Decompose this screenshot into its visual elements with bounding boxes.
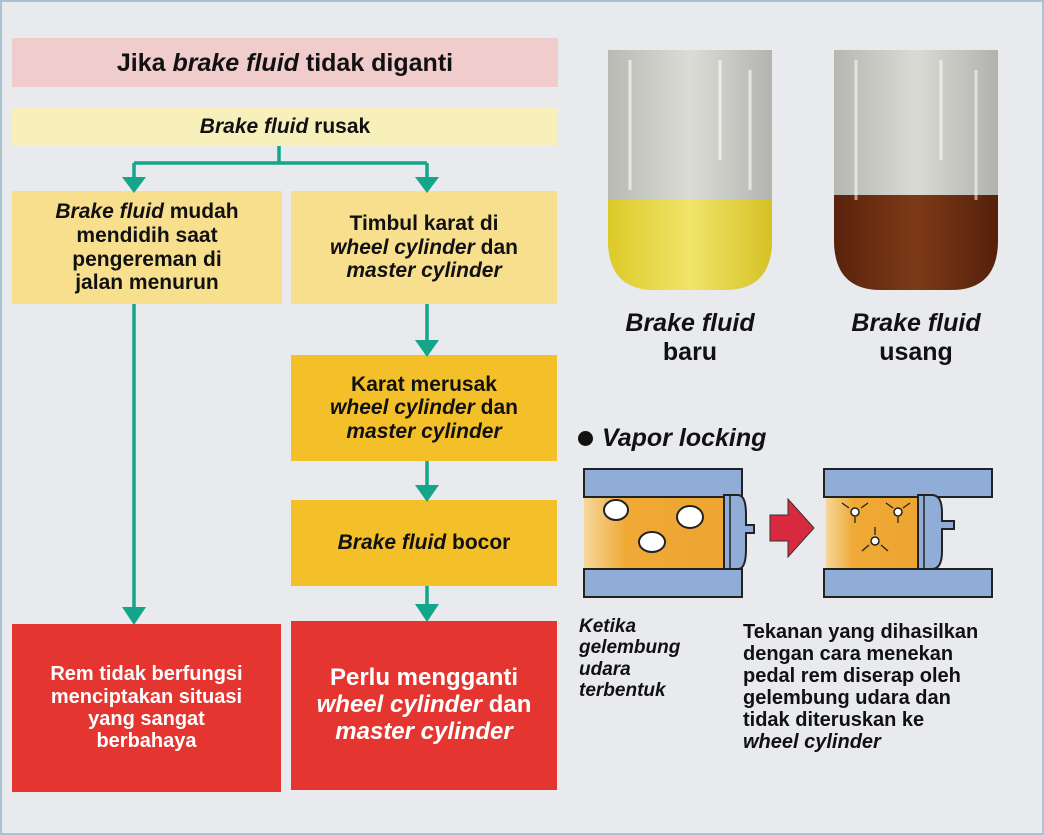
node-text-line: menciptakan situasi — [50, 685, 243, 708]
jar-fluid — [608, 200, 772, 290]
compressed-bubble — [870, 536, 880, 546]
node-text-em: Brake fluid — [337, 531, 447, 555]
node-text-line: bocor — [446, 531, 511, 555]
caption-pressure-absorbed: Tekanan yang dihasilkan dengan cara mene… — [743, 621, 978, 753]
caption-line: Ketika — [579, 616, 637, 637]
jar-label-sub: usang — [879, 337, 953, 366]
caption-line: Tekanan yang dihasilkan — [743, 621, 979, 643]
node-text-em: Brake fluid — [55, 200, 164, 224]
jar-label-em: Brake fluid — [851, 309, 981, 337]
bullet-icon — [578, 431, 593, 446]
jar-old-fluid-image — [834, 50, 998, 290]
node-text-em: master cylinder — [346, 259, 502, 283]
node-text-line: pengereman di — [72, 247, 222, 271]
vapor-locking-heading: Vapor locking — [578, 424, 766, 453]
root-text-post: rusak — [308, 115, 371, 139]
caption-line: pedal rem diserap oleh — [743, 665, 961, 687]
node-text-em: wheel cylinder — [330, 396, 475, 420]
title-text-pre: Jika — [116, 48, 173, 77]
node-text-line: mudah — [163, 200, 239, 224]
node-text-line: mendidih saat — [76, 223, 218, 247]
vapor-locking-title: Vapor locking — [602, 424, 767, 452]
title-text-em: brake fluid — [172, 48, 299, 77]
compressed-bubble — [893, 507, 903, 517]
node-text-line: dan — [474, 396, 518, 420]
cylinder-with-bubbles — [583, 468, 755, 598]
node-text-em: wheel cylinder — [330, 235, 475, 259]
jar-label-sub: baru — [662, 337, 718, 366]
node-text-line: dan — [482, 691, 532, 719]
caption-line: gelembung — [579, 637, 681, 659]
node-fluid-boils: Brake fluid mudah mendidih saat pengerem… — [12, 191, 282, 304]
transition-arrow-icon — [769, 497, 815, 559]
air-bubble — [638, 531, 666, 553]
result-brakes-fail: Rem tidak berfungsi menciptakan situasi … — [12, 624, 281, 792]
flowchart-title: Jika brake fluid tidak diganti — [12, 38, 558, 87]
compressed-bubble — [850, 507, 860, 517]
caption-line: udara — [579, 658, 631, 680]
caption-line: terbentuk — [579, 680, 666, 702]
node-text-em: master cylinder — [346, 419, 502, 443]
node-text-em: master cylinder — [335, 717, 513, 745]
node-text-line: Perlu mengganti — [329, 664, 519, 692]
jar-fluid — [834, 195, 998, 290]
node-text-line: Timbul karat di — [349, 212, 499, 236]
node-text-line: yang sangat — [88, 708, 205, 730]
node-text-line: Karat merusak — [351, 372, 497, 396]
root-node-fluid-damaged: Brake fluid rusak — [12, 108, 558, 146]
node-text-line: Rem tidak berfungsi — [50, 663, 243, 686]
jar-label-em: Brake fluid — [625, 309, 755, 337]
caption-line: gelembung udara dan — [743, 687, 951, 709]
vapor-locking-illustration — [583, 468, 993, 598]
jar-new-fluid-image — [608, 50, 772, 290]
node-text-line: jalan menurun — [75, 271, 219, 295]
title-text-post: tidak diganti — [298, 48, 454, 77]
air-bubble — [603, 499, 629, 521]
jar-label-old: Brake fluid usang — [816, 309, 1016, 367]
node-rust-damages-cylinders: Karat merusak wheel cylinder dan master … — [291, 355, 557, 461]
jar-label-new: Brake fluid baru — [590, 309, 790, 367]
caption-bubbles-form: Ketika gelembung udara terbentuk — [579, 616, 680, 702]
caption-line-em: wheel cylinder — [743, 731, 881, 753]
caption-line: tidak diteruskan ke — [743, 709, 925, 731]
result-replace-cylinders: Perlu mengganti wheel cylinder dan maste… — [291, 621, 557, 790]
node-text-line: dan — [474, 235, 518, 259]
node-rust-forms: Timbul karat di wheel cylinder dan maste… — [291, 191, 557, 304]
node-fluid-leaks: Brake fluid bocor — [291, 500, 557, 586]
caption-line: dengan cara menekan — [743, 643, 954, 665]
node-text-em: wheel cylinder — [316, 691, 483, 719]
root-text-em: Brake fluid — [199, 115, 309, 139]
node-text-line: berbahaya — [96, 730, 197, 753]
air-bubble — [676, 505, 704, 529]
cylinder-compressed-bubbles — [823, 468, 993, 598]
